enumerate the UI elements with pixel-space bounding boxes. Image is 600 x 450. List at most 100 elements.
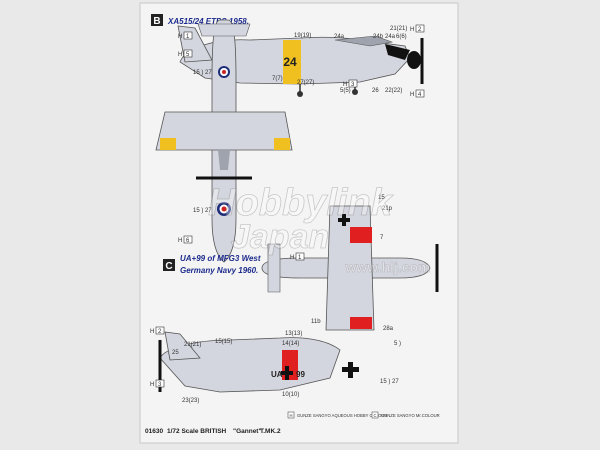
chip-box	[155, 379, 165, 388]
callout: 15(15)	[215, 339, 232, 345]
watermark-line2: Japan	[231, 218, 329, 256]
callout: 22(22)	[385, 88, 402, 94]
chip-num: 6	[186, 238, 190, 244]
callout: 11b	[311, 319, 321, 325]
scheme-c-title-line1: UA+99 of MFG3 West	[180, 254, 261, 263]
callout: 19(19)	[294, 33, 311, 39]
colour-legend: H GUNZE SANGYO AQUEOUS HOBBY COLOUR C GU…	[287, 411, 440, 419]
iron-cross-top-h	[338, 218, 350, 222]
chip-code: H	[150, 329, 154, 335]
chip-code: H	[290, 255, 294, 261]
scheme-c-callouts: 13(13) 11b 14(14) 21(21) 15(15) 25 23(23…	[172, 195, 401, 404]
chip-num: 2	[158, 329, 162, 335]
yellow-tip-right-b	[274, 138, 290, 150]
yellow-tip-left-b	[160, 138, 176, 150]
scheme-b-badge: B	[153, 16, 160, 27]
callout: 24a	[385, 34, 396, 40]
footer-code: 01630	[145, 428, 163, 435]
wheel-b-1	[297, 91, 303, 97]
chip-box	[183, 31, 193, 40]
scheme-c-colour-chips: H 1 H 2 H 3	[150, 252, 305, 388]
scheme-b-title: XA515/24 ETPS 1958.	[167, 17, 249, 26]
red-panel-bottom-c	[350, 317, 372, 329]
callout: 15	[378, 195, 385, 201]
scheme-b: B XA515/24 ETPS 1958. 24	[151, 14, 425, 263]
callout: 13(13)	[285, 331, 302, 337]
iron-cross-side-h	[281, 371, 293, 375]
nose-stripe-b	[385, 44, 410, 60]
callout: 21p	[382, 206, 393, 212]
roundel-b-under-inner	[221, 206, 227, 212]
chip-box	[415, 89, 425, 98]
fuselage-code-c: UA	[271, 370, 283, 379]
scheme-c-badge-box	[163, 259, 175, 271]
callout: 7(7)	[272, 76, 283, 82]
fuselage-code-b: 24	[283, 55, 297, 69]
scheme-c-side-view: UA 99	[158, 331, 341, 393]
legend-h-box	[287, 411, 295, 419]
chip-num: 2	[418, 27, 422, 33]
callout: 6(6)	[396, 34, 407, 40]
canopy-b-top	[218, 150, 230, 170]
colour-chip: H 3	[343, 79, 358, 88]
chip-code: H	[410, 27, 414, 33]
callout: 24a	[334, 34, 345, 40]
callout: 24b	[373, 34, 384, 40]
scheme-b-callouts: 19(19) 24a 21(21) 24b 24a 6(6) 27(27) 7(…	[193, 26, 407, 214]
scheme-b-badge-box	[151, 14, 163, 26]
colour-chip: H 1	[290, 252, 305, 261]
chip-code: H	[178, 34, 182, 40]
roundel-b-top-inner	[222, 70, 226, 74]
callout: 5(5)	[340, 88, 351, 94]
legend-c-text: GUNZE SANGYO Mr.COLOUR	[381, 413, 440, 418]
tailplane-c-top	[267, 243, 281, 293]
chip-box	[415, 24, 425, 33]
watermark: Hobbylink Japan www.hlj.com	[208, 182, 431, 276]
red-panel-top-c	[350, 227, 372, 243]
chip-box	[155, 326, 165, 335]
chip-code: H	[178, 52, 182, 58]
callout: 26	[372, 88, 379, 94]
callout: 14(14)	[282, 341, 299, 347]
callout: 15 ) 27	[193, 208, 212, 214]
chip-num: 3	[351, 82, 355, 88]
colour-chip: H 2	[410, 24, 425, 33]
iron-cross-under-h	[342, 367, 359, 372]
watermark-line1: Hobbylink	[208, 182, 394, 224]
footer-model: "Gannet"	[233, 428, 262, 435]
scheme-c: C UA+99 of MFG3 West Germany Navy 1960. …	[150, 195, 439, 404]
spinner-b	[407, 51, 421, 69]
colour-chip: H 4	[410, 89, 425, 98]
legend-h-code: H	[290, 413, 293, 418]
scheme-b-top-view	[155, 19, 293, 263]
chip-num: 1	[298, 255, 302, 261]
canopy-b	[334, 35, 394, 47]
chip-num: 1	[186, 34, 190, 40]
footer: 01630 1/72 Scale BRITISH "Gannet" T.MK.2	[145, 428, 281, 435]
colour-chip: H 2	[150, 326, 165, 335]
chip-code: H	[410, 92, 414, 98]
callout: 21(21)	[184, 342, 201, 348]
chip-code: H	[150, 382, 154, 388]
watermark-line3: www.hlj.com	[344, 259, 430, 275]
chip-box	[183, 235, 193, 244]
colour-chip: H 6	[178, 235, 193, 244]
callout: 15 ) 27	[380, 379, 399, 385]
yellow-band-b	[283, 40, 301, 84]
footer-mark: T.MK.2	[260, 428, 281, 435]
callout: 7	[380, 235, 384, 241]
footer-scale: 1/72 Scale BRITISH	[167, 428, 227, 435]
fuselage-num-c: 99	[296, 370, 305, 379]
callout: 10(10)	[282, 392, 299, 398]
callout: 15 ) 27	[193, 70, 212, 76]
scheme-c-top-view	[261, 205, 439, 378]
callout: 23(23)	[182, 398, 199, 404]
callout: 25	[172, 350, 179, 356]
wheel-b-2	[352, 89, 358, 95]
callout: 5 )	[394, 341, 401, 347]
chip-box	[183, 49, 193, 58]
legend-c-code: C	[374, 413, 377, 418]
callout: 21(21)	[390, 26, 407, 32]
colour-chip: H 3	[150, 379, 165, 388]
